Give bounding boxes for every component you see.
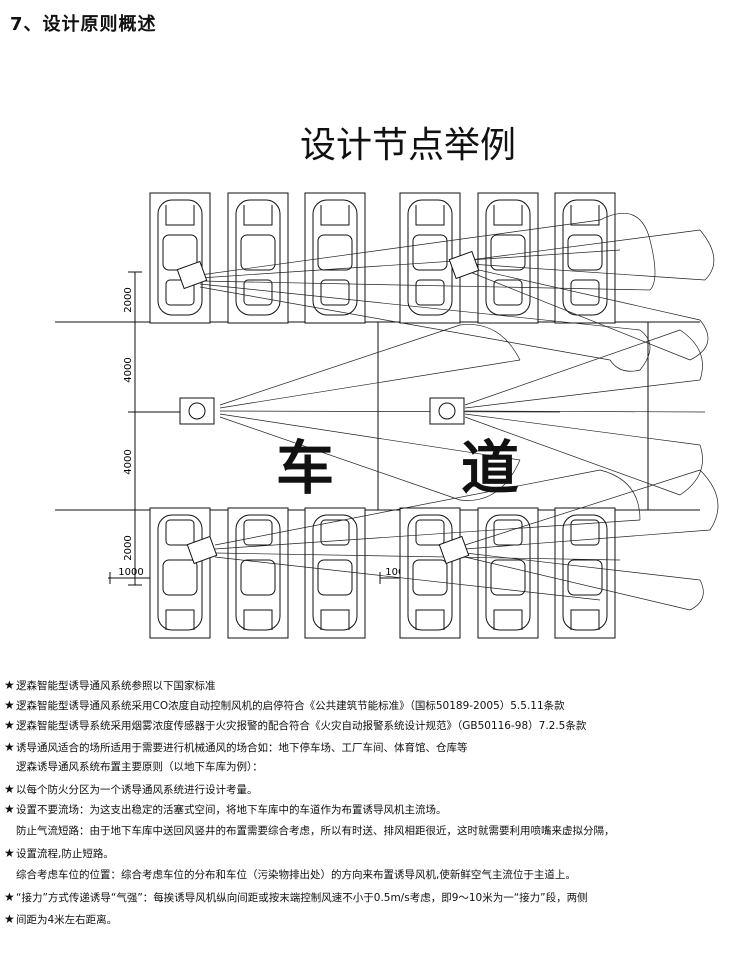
- ventilation-layout-diagram: 设计节点举例 2000 4000 4000 2000 1000 1000: [55, 125, 719, 639]
- note-text: 综合考虑车位的位置：综合考虑车位的分布和车位（污染物排出处）的方向来布置诱导风机…: [16, 869, 576, 881]
- star-icon: ★: [4, 890, 15, 904]
- note-text: 逻森智能型诱导通风系统采用CO浓度自动控制风机的启停符合《公共建筑节能标准》（国…: [16, 700, 565, 712]
- note-text: 设置流程,防止短路。: [16, 848, 114, 860]
- note-line: ★设置流程,防止短路。: [4, 846, 114, 861]
- car: [485, 514, 531, 631]
- star-icon: ★: [4, 698, 15, 712]
- note-text: 设置不要流场：为这支出稳定的活塞式空间，将地下车库中的车道作为布置诱导风机主流场…: [16, 804, 447, 816]
- note-text: 逻森诱导通风系统布置主要原则（以地下车库为例）：: [16, 761, 263, 773]
- note-text: 逻森智能型诱导通风系统参照以下国家标准: [16, 680, 216, 692]
- note-line: ★诱导通风适合的场所适用于需要进行机械通风的场合如：地下停车场、工厂车间、体育馆…: [4, 740, 468, 755]
- note-line: ★逻森智能型诱导通风系统采用CO浓度自动控制风机的启停符合《公共建筑节能标准》（…: [4, 698, 565, 713]
- fan-icon: [176, 260, 208, 290]
- fan-icon: [179, 397, 215, 425]
- car: [407, 514, 453, 631]
- note-line: ★以每个防火分区为一个诱导通风系统进行设计考量。: [4, 782, 258, 797]
- page-heading: 7、设计原则概述: [10, 14, 157, 35]
- fan-icon: [186, 535, 218, 565]
- diagram-title: 设计节点举例: [300, 125, 516, 166]
- fan-icon: [448, 250, 480, 280]
- note-line: ★间距为4米左右距离。: [4, 912, 117, 927]
- dimension-2000-top: 2000: [123, 287, 134, 312]
- dimension-2000-bottom: 2000: [123, 535, 134, 560]
- star-icon: ★: [4, 802, 15, 816]
- star-icon: ★: [4, 846, 15, 860]
- car: [562, 199, 608, 316]
- car: [407, 199, 453, 316]
- cars-top: [157, 199, 608, 316]
- note-line: ★逻森智能型诱导系统采用烟雾浓度传感器于火灾报警的配合符合《火灾自动报警系统设计…: [4, 718, 586, 733]
- star-icon: ★: [4, 718, 15, 732]
- road-label-2: 道: [461, 434, 519, 502]
- car: [562, 514, 608, 631]
- car: [312, 514, 358, 631]
- note-text: “接力”方式传递诱导“气强”：每挨诱导风机纵向间距或按末端控制风速不小于0.5m…: [16, 892, 588, 904]
- airflow-lines: [199, 212, 719, 611]
- star-icon: ★: [4, 740, 15, 754]
- note-line: ★逻森智能型诱导通风系统参照以下国家标准: [4, 678, 216, 693]
- dimension-1000-right: 1000: [385, 567, 410, 578]
- fan-units: [176, 250, 480, 565]
- car: [235, 199, 281, 316]
- note-text: 防止气流短路：由于地下车库中送回风竖井的布置需要综合考虑，所以有时送、排风相距很…: [16, 825, 615, 837]
- road-label-1: 车: [276, 434, 334, 502]
- note-line: 防止气流短路：由于地下车库中送回风竖井的布置需要综合考虑，所以有时送、排风相距很…: [4, 824, 615, 838]
- note-line: ★“接力”方式传递诱导“气强”：每挨诱导风机纵向间距或按末端控制风速不小于0.5…: [4, 890, 588, 905]
- car: [157, 199, 203, 316]
- note-line: ★设置不要流场：为这支出稳定的活塞式空间，将地下车库中的车道作为布置诱导风机主流…: [4, 802, 447, 817]
- cars-bottom: [157, 514, 608, 631]
- note-line: 综合考虑车位的位置：综合考虑车位的分布和车位（污染物排出处）的方向来布置诱导风机…: [4, 868, 576, 882]
- dimension-4000-b: 4000: [123, 449, 134, 474]
- car: [312, 199, 358, 316]
- dimension-1000-left: 1000: [118, 567, 143, 578]
- star-icon: ★: [4, 782, 15, 796]
- parking-row-top: [149, 192, 616, 324]
- car: [235, 514, 281, 631]
- star-icon: ★: [4, 912, 15, 926]
- dimension-4000-a: 4000: [123, 357, 134, 382]
- note-text: 间距为4米左右距离。: [16, 914, 118, 926]
- star-icon: ★: [4, 678, 15, 692]
- note-text: 诱导通风适合的场所适用于需要进行机械通风的场合如：地下停车场、工厂车间、体育馆、…: [16, 742, 468, 754]
- fan-icon: [429, 397, 465, 425]
- car: [157, 514, 203, 631]
- parking-row-bottom: [149, 507, 616, 639]
- fan-icon: [438, 535, 470, 565]
- note-text: 逻森智能型诱导系统采用烟雾浓度传感器于火灾报警的配合符合《火灾自动报警系统设计规…: [16, 720, 587, 732]
- note-text: 以每个防火分区为一个诱导通风系统进行设计考量。: [16, 784, 258, 796]
- note-line: 逻森诱导通风系统布置主要原则（以地下车库为例）：: [4, 760, 263, 774]
